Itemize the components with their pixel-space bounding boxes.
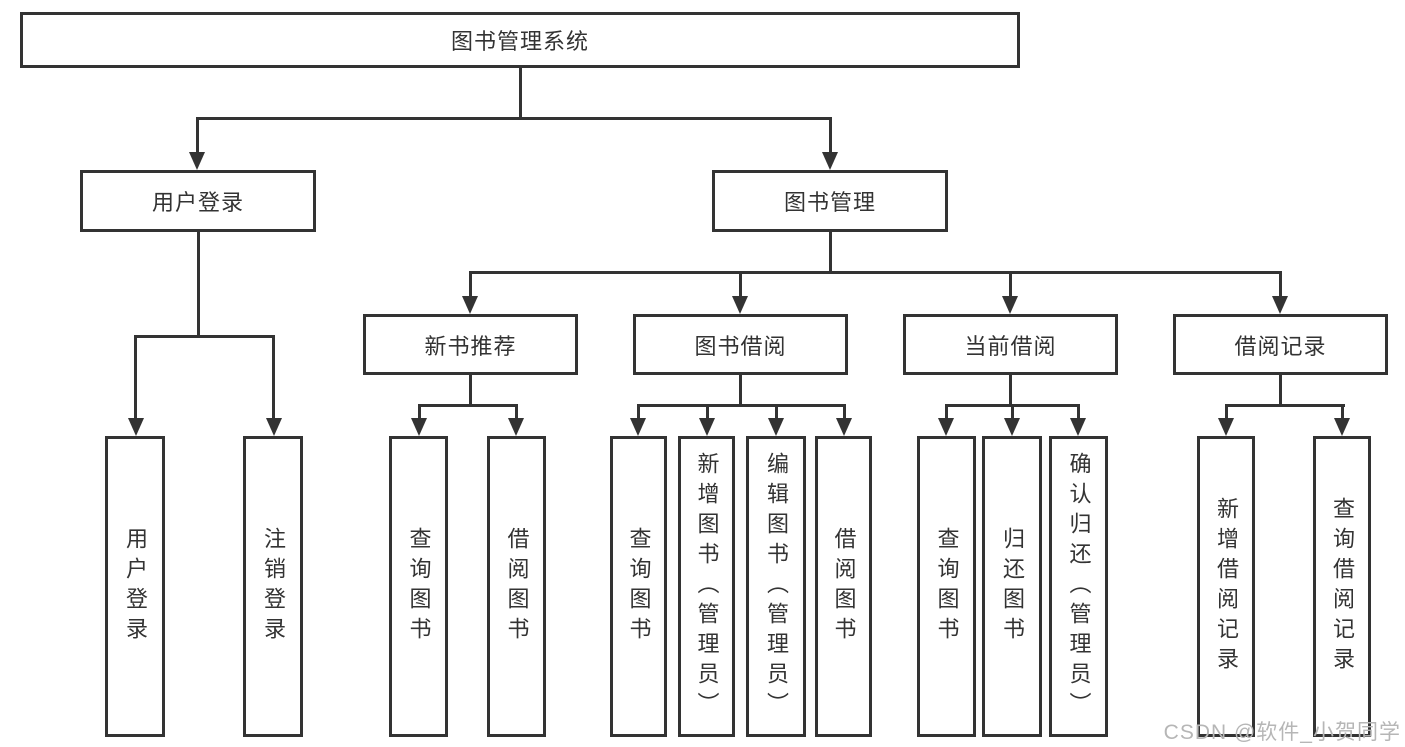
node-label: 用户登录 [123,526,148,647]
connector-line [739,375,742,406]
node-book-management: 图书管理 [712,170,948,232]
node-label: 借阅图书 [831,526,857,647]
connector-line [706,404,709,425]
arrow-down-icon [128,418,144,436]
connector-line [843,404,846,425]
arrow-down-icon [938,418,954,436]
connector-line [272,335,275,421]
connector-line [418,404,518,407]
node-label: 查询图书 [626,526,652,647]
node-label: 新增图书（管理员） [694,451,720,722]
connector-line [1225,404,1228,425]
connector-line [945,404,948,425]
node-leaf-add-book-admin: 新增图书（管理员） [678,436,735,737]
arrow-down-icon [630,418,646,436]
arrow-down-icon [768,418,784,436]
node-root: 图书管理系统 [20,12,1020,68]
connector-line [739,271,742,301]
arrow-down-icon [508,418,524,436]
node-label: 新书推荐 [424,333,517,359]
node-label: 借阅记录 [1234,333,1327,359]
node-leaf-borrow-books-2: 借阅图书 [815,436,872,737]
node-label: 查询图书 [406,526,432,647]
connector-line [1077,404,1080,425]
arrow-down-icon [699,418,715,436]
node-leaf-return-books: 归还图书 [982,436,1042,737]
node-label: 编辑图书（管理员） [764,451,789,722]
connector-line [418,404,421,425]
connector-line [637,404,846,407]
node-leaf-query-books-3: 查询图书 [917,436,976,737]
arrow-down-icon [836,418,852,436]
node-label: 注销登录 [261,526,286,647]
connector-line [1341,404,1344,425]
node-label: 图书借阅 [694,333,787,359]
node-label: 图书管理 [783,190,876,215]
arrow-down-icon [462,296,478,314]
arrow-down-icon [1070,418,1086,436]
node-leaf-query-borrow-record: 查询借阅记录 [1313,436,1371,737]
connector-line [829,232,832,274]
node-borrow-records: 借阅记录 [1173,314,1388,375]
connector-line [134,335,137,421]
connector-line [515,404,518,425]
node-label: 图书管理系统 [450,29,589,54]
connector-line [637,404,640,425]
node-label: 归还图书 [1000,526,1025,647]
arrow-down-icon [411,418,427,436]
connector-line [469,271,1282,274]
node-leaf-edit-book-admin: 编辑图书（管理员） [746,436,806,737]
connector-line [829,117,832,155]
connector-line [469,375,472,406]
node-leaf-confirm-return-admin: 确认归还（管理员） [1049,436,1108,737]
arrow-down-icon [1002,296,1018,314]
arrow-down-icon [1272,296,1288,314]
connector-line [1009,271,1012,301]
node-label: 确认归还（管理员） [1066,451,1092,722]
connector-line [196,117,832,120]
connector-line [1279,375,1282,406]
connector-line [775,404,778,425]
arrow-down-icon [732,296,748,314]
connector-line [1009,375,1012,406]
node-leaf-user-login: 用户登录 [105,436,165,737]
arrow-down-icon [822,152,838,170]
connector-line [469,271,472,301]
connector-line [1011,404,1014,425]
node-label: 新增借阅记录 [1214,496,1239,677]
node-current-borrow: 当前借阅 [903,314,1118,375]
node-book-borrow: 图书借阅 [633,314,848,375]
csdn-watermark: CSDN @软件_小贺同学 [1163,721,1401,744]
node-label: 借阅图书 [504,526,530,647]
connector-line [197,232,200,337]
connector-line [1225,404,1345,407]
connector-line [1279,271,1282,301]
node-label: 用户登录 [151,190,244,215]
arrow-down-icon [189,152,205,170]
node-leaf-query-books-1: 查询图书 [389,436,448,737]
connector-line [196,117,199,155]
connector-line [134,335,275,338]
node-label: 查询借阅记录 [1330,496,1355,677]
node-label: 查询图书 [934,526,960,647]
arrow-down-icon [1004,418,1020,436]
arrow-down-icon [1218,418,1234,436]
arrow-down-icon [266,418,282,436]
node-new-book-recommend: 新书推荐 [363,314,578,375]
node-leaf-logout: 注销登录 [243,436,303,737]
node-user-login: 用户登录 [80,170,316,232]
node-leaf-add-borrow-record: 新增借阅记录 [1197,436,1255,737]
connector-line [519,68,522,119]
node-leaf-borrow-books-1: 借阅图书 [487,436,546,737]
node-leaf-query-books-2: 查询图书 [610,436,667,737]
node-label: 当前借阅 [964,333,1057,359]
arrow-down-icon [1334,418,1350,436]
